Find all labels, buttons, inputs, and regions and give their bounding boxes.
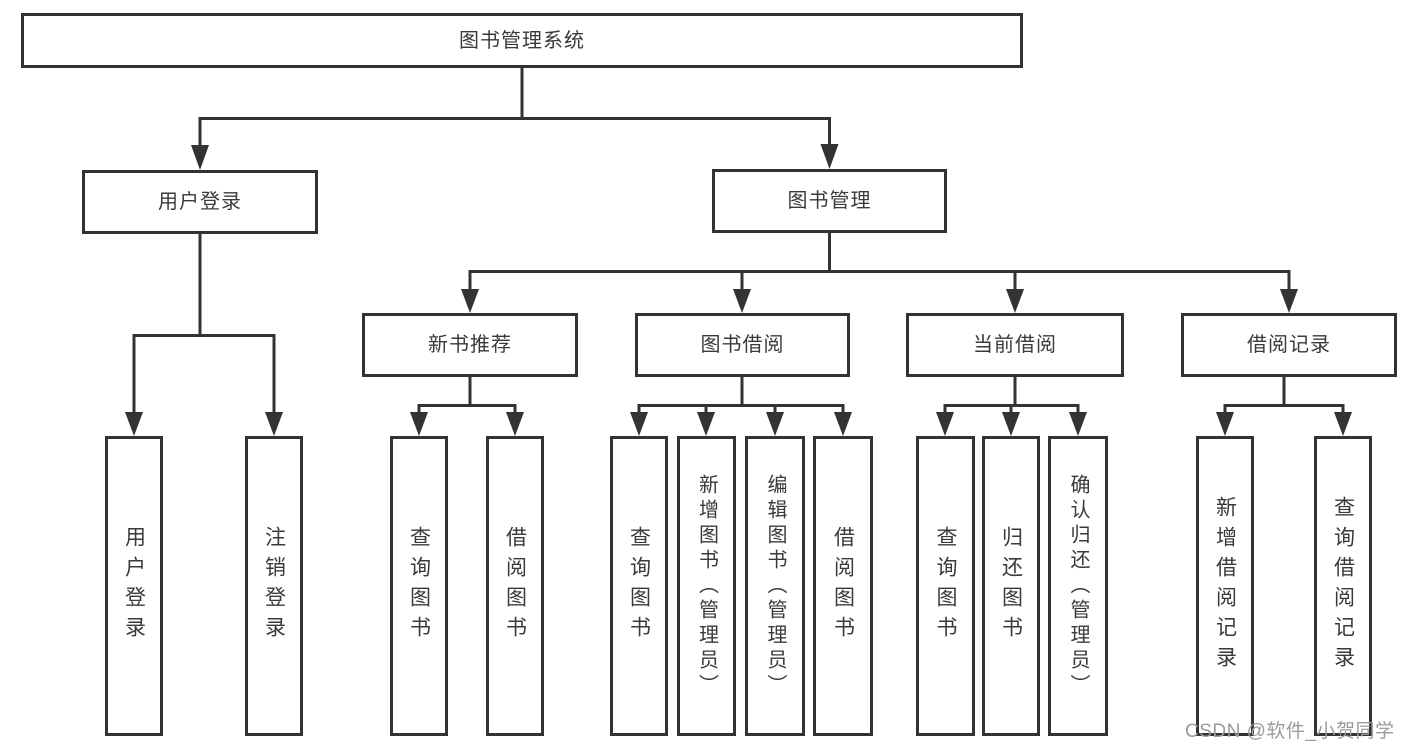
node-label: 图书管理系统 <box>459 29 585 52</box>
node-label: 图书借阅 <box>700 334 785 356</box>
leaf-label: 新增借阅记录 <box>1213 496 1237 676</box>
node-root-library-system: 图书管理系统 <box>21 13 1023 68</box>
leaf-label: 编辑图书（管理员） <box>764 473 786 699</box>
node-label: 当前借阅 <box>973 334 1057 356</box>
node-new-book-recommend: 新书推荐 <box>362 313 578 377</box>
leaf-return-books: 归还图书 <box>982 436 1040 736</box>
csdn-watermark: CSDN @软件_小贺同学 <box>1185 721 1395 742</box>
node-label: 借阅记录 <box>1247 334 1331 356</box>
leaf-query-books-recommend: 查询图书 <box>390 436 448 736</box>
leaf-edit-book-admin: 编辑图书（管理员） <box>745 436 805 736</box>
node-book-borrow: 图书借阅 <box>635 313 850 377</box>
leaf-label: 新增图书（管理员） <box>695 473 718 699</box>
leaf-label: 查询图书 <box>627 526 651 646</box>
leaf-query-books-borrow: 查询图书 <box>610 436 668 736</box>
node-user-login: 用户登录 <box>82 170 318 234</box>
leaf-label: 借阅图书 <box>503 526 527 646</box>
leaf-logout: 注销登录 <box>245 436 303 736</box>
leaf-query-books-current: 查询图书 <box>916 436 975 736</box>
leaf-user-login: 用户登录 <box>105 436 163 736</box>
leaf-add-book-admin: 新增图书（管理员） <box>677 436 736 736</box>
leaf-query-borrow-record: 查询借阅记录 <box>1314 436 1372 736</box>
node-label: 图书管理 <box>787 190 872 212</box>
node-book-management: 图书管理 <box>712 169 947 233</box>
leaf-label: 确认归还（管理员） <box>1067 473 1089 699</box>
node-current-borrow: 当前借阅 <box>906 313 1124 377</box>
leaf-label: 查询图书 <box>934 526 957 646</box>
leaf-borrow-books-recommend: 借阅图书 <box>486 436 544 736</box>
leaf-label: 用户登录 <box>122 526 146 646</box>
leaf-add-borrow-record: 新增借阅记录 <box>1196 436 1254 736</box>
node-label: 新书推荐 <box>428 334 512 356</box>
leaf-borrow-books: 借阅图书 <box>813 436 873 736</box>
leaf-label: 查询图书 <box>407 526 431 646</box>
leaf-label: 查询借阅记录 <box>1331 496 1355 676</box>
leaf-label: 注销登录 <box>262 526 286 646</box>
leaf-confirm-return-admin: 确认归还（管理员） <box>1048 436 1108 736</box>
leaf-label: 归还图书 <box>999 526 1023 646</box>
node-borrow-records: 借阅记录 <box>1181 313 1397 377</box>
leaf-label: 借阅图书 <box>831 526 855 646</box>
node-label: 用户登录 <box>158 191 242 213</box>
